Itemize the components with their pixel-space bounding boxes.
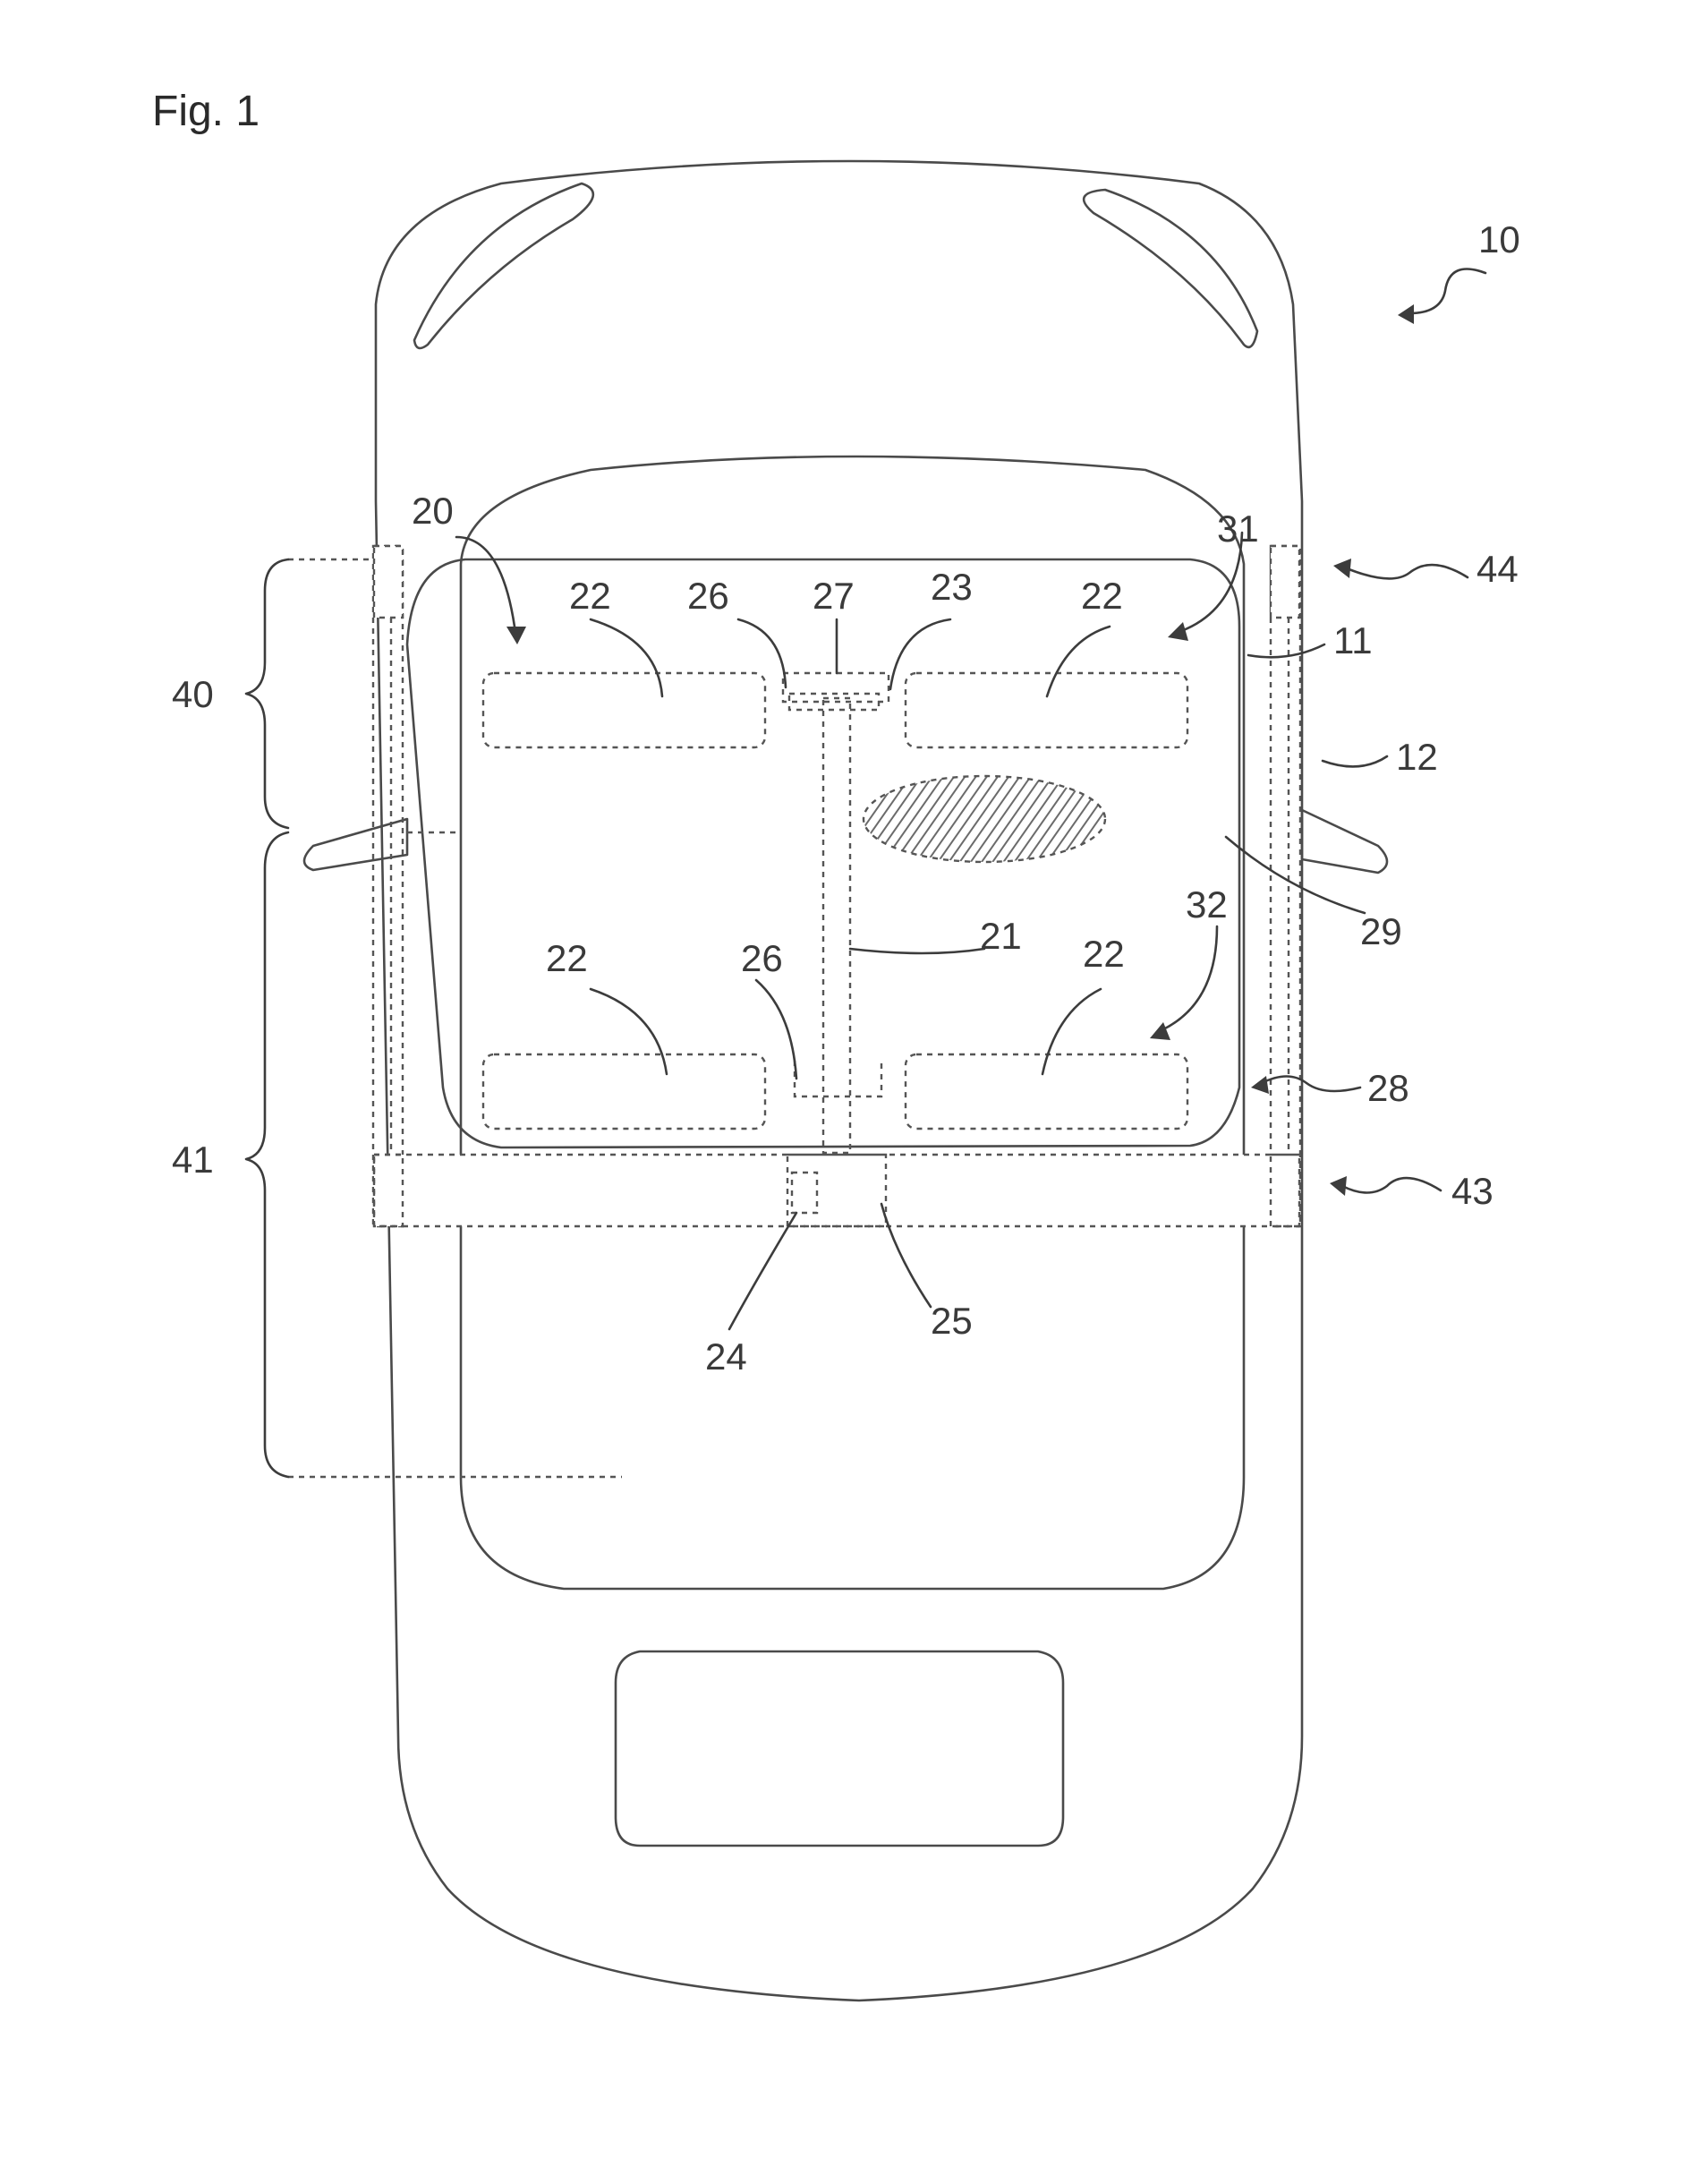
brace-front-zone <box>244 558 290 830</box>
right-upper-pillar <box>1269 544 1301 619</box>
left-upper-pillar <box>372 544 404 619</box>
label-23: 23 <box>931 566 973 608</box>
label-26-bottom: 26 <box>741 937 783 979</box>
monitored-area <box>862 774 1107 864</box>
label-21: 21 <box>980 915 1022 957</box>
seat-rear-right <box>904 1053 1189 1130</box>
vehicle-interior <box>405 558 1241 1149</box>
mount-head <box>781 671 890 704</box>
cross-member-right-end <box>1269 1153 1301 1228</box>
label-29: 29 <box>1360 910 1402 952</box>
label-22-front-left: 22 <box>569 575 611 617</box>
seat-rear-left <box>481 1053 767 1130</box>
label-32: 32 <box>1186 883 1228 926</box>
label-10: 10 <box>1478 218 1520 260</box>
figure-title: Fig. 1 <box>152 88 260 135</box>
label-20: 20 <box>412 490 454 532</box>
seat-front-right <box>904 671 1189 749</box>
label-28: 28 <box>1367 1067 1409 1109</box>
rear-window <box>614 1650 1065 1847</box>
label-22-front-right: 22 <box>1081 575 1123 617</box>
passenger-compartment <box>459 455 1246 1591</box>
vehicle-body-outline <box>374 159 1304 2002</box>
right-side-mirror <box>1300 808 1389 874</box>
label-22-rear-right: 22 <box>1083 933 1125 975</box>
label-40: 40 <box>172 673 214 715</box>
label-22-rear-left: 22 <box>546 937 588 979</box>
left-side-mirror <box>302 817 409 872</box>
right-headlight <box>1082 188 1259 349</box>
cross-member-left-end <box>372 1153 404 1228</box>
label-11: 11 <box>1333 619 1373 661</box>
label-31: 31 <box>1217 508 1259 550</box>
leader-lines <box>455 268 1487 1331</box>
carriage-lower <box>793 1061 883 1098</box>
left-headlight <box>413 182 595 350</box>
label-12: 12 <box>1396 736 1438 778</box>
brace-rear-zone <box>244 831 290 1479</box>
label-41: 41 <box>172 1139 214 1181</box>
label-25: 25 <box>931 1300 973 1342</box>
label-27: 27 <box>813 575 855 617</box>
rail <box>821 696 852 1155</box>
label-43: 43 <box>1451 1170 1494 1212</box>
label-24: 24 <box>705 1335 747 1378</box>
center-housing <box>786 1153 888 1228</box>
seat-front-left <box>481 671 767 749</box>
label-44: 44 <box>1476 548 1519 590</box>
cross-member <box>372 1153 1302 1228</box>
carriage-upper <box>787 692 881 712</box>
label-26-top: 26 <box>687 575 729 617</box>
rail-drive-unit <box>790 1171 819 1215</box>
